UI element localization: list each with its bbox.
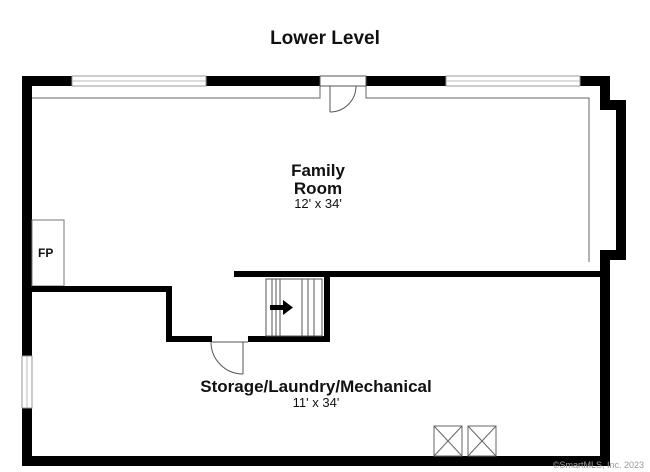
room-name-line1: Family (291, 161, 345, 180)
room-name-line1: Storage/Laundry/Mechanical (200, 377, 432, 396)
fireplace-label: FP (38, 246, 54, 260)
plan-title: Lower Level (270, 28, 380, 49)
copyright-text: ©SmartMLS, Inc. 2023 (552, 460, 644, 470)
window-glazing (26, 80, 580, 408)
room-dimensions: 12' x 34' (294, 196, 342, 211)
interior-trim (32, 86, 590, 262)
exterior-walls (22, 76, 626, 466)
arrow-right-icon (270, 300, 293, 315)
room-dimensions: 11' x 34' (292, 395, 340, 410)
storage-door (210, 341, 248, 375)
mechanical-units (433, 425, 497, 457)
entry-door (319, 75, 367, 113)
interior-walls (32, 271, 606, 342)
room-name-line2: Room (293, 179, 343, 198)
windows (21, 75, 581, 409)
